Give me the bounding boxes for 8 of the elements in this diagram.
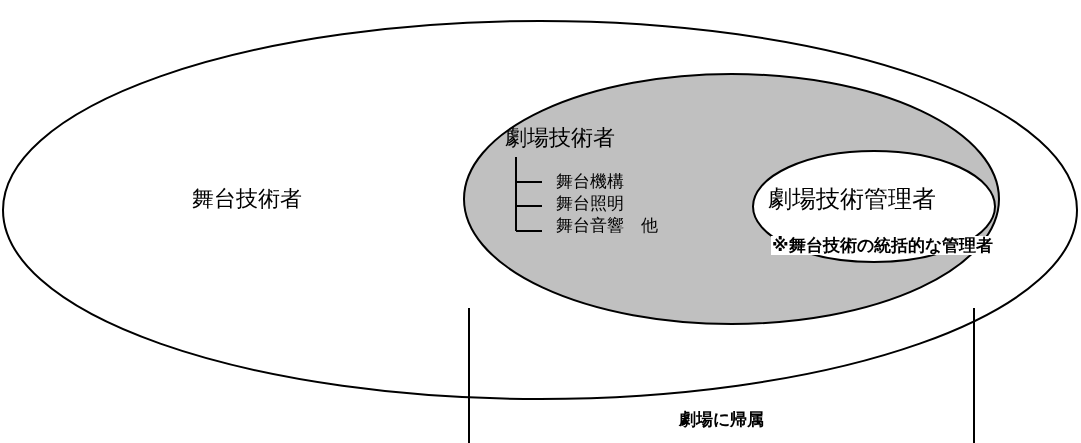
ellipse-label: 劇場技術者	[505, 126, 615, 151]
annotation: ※舞台技術の統括的な管理者	[771, 236, 994, 255]
list-item: 舞台照明	[556, 194, 624, 213]
bracket-label: 劇場に帰属	[678, 410, 765, 429]
list-item: 舞台機構	[556, 172, 624, 191]
list-item: 舞台音響 他	[556, 216, 658, 235]
ellipse-label: 劇場技術管理者	[768, 186, 936, 213]
ellipse-label: 舞台技術者	[192, 187, 302, 212]
